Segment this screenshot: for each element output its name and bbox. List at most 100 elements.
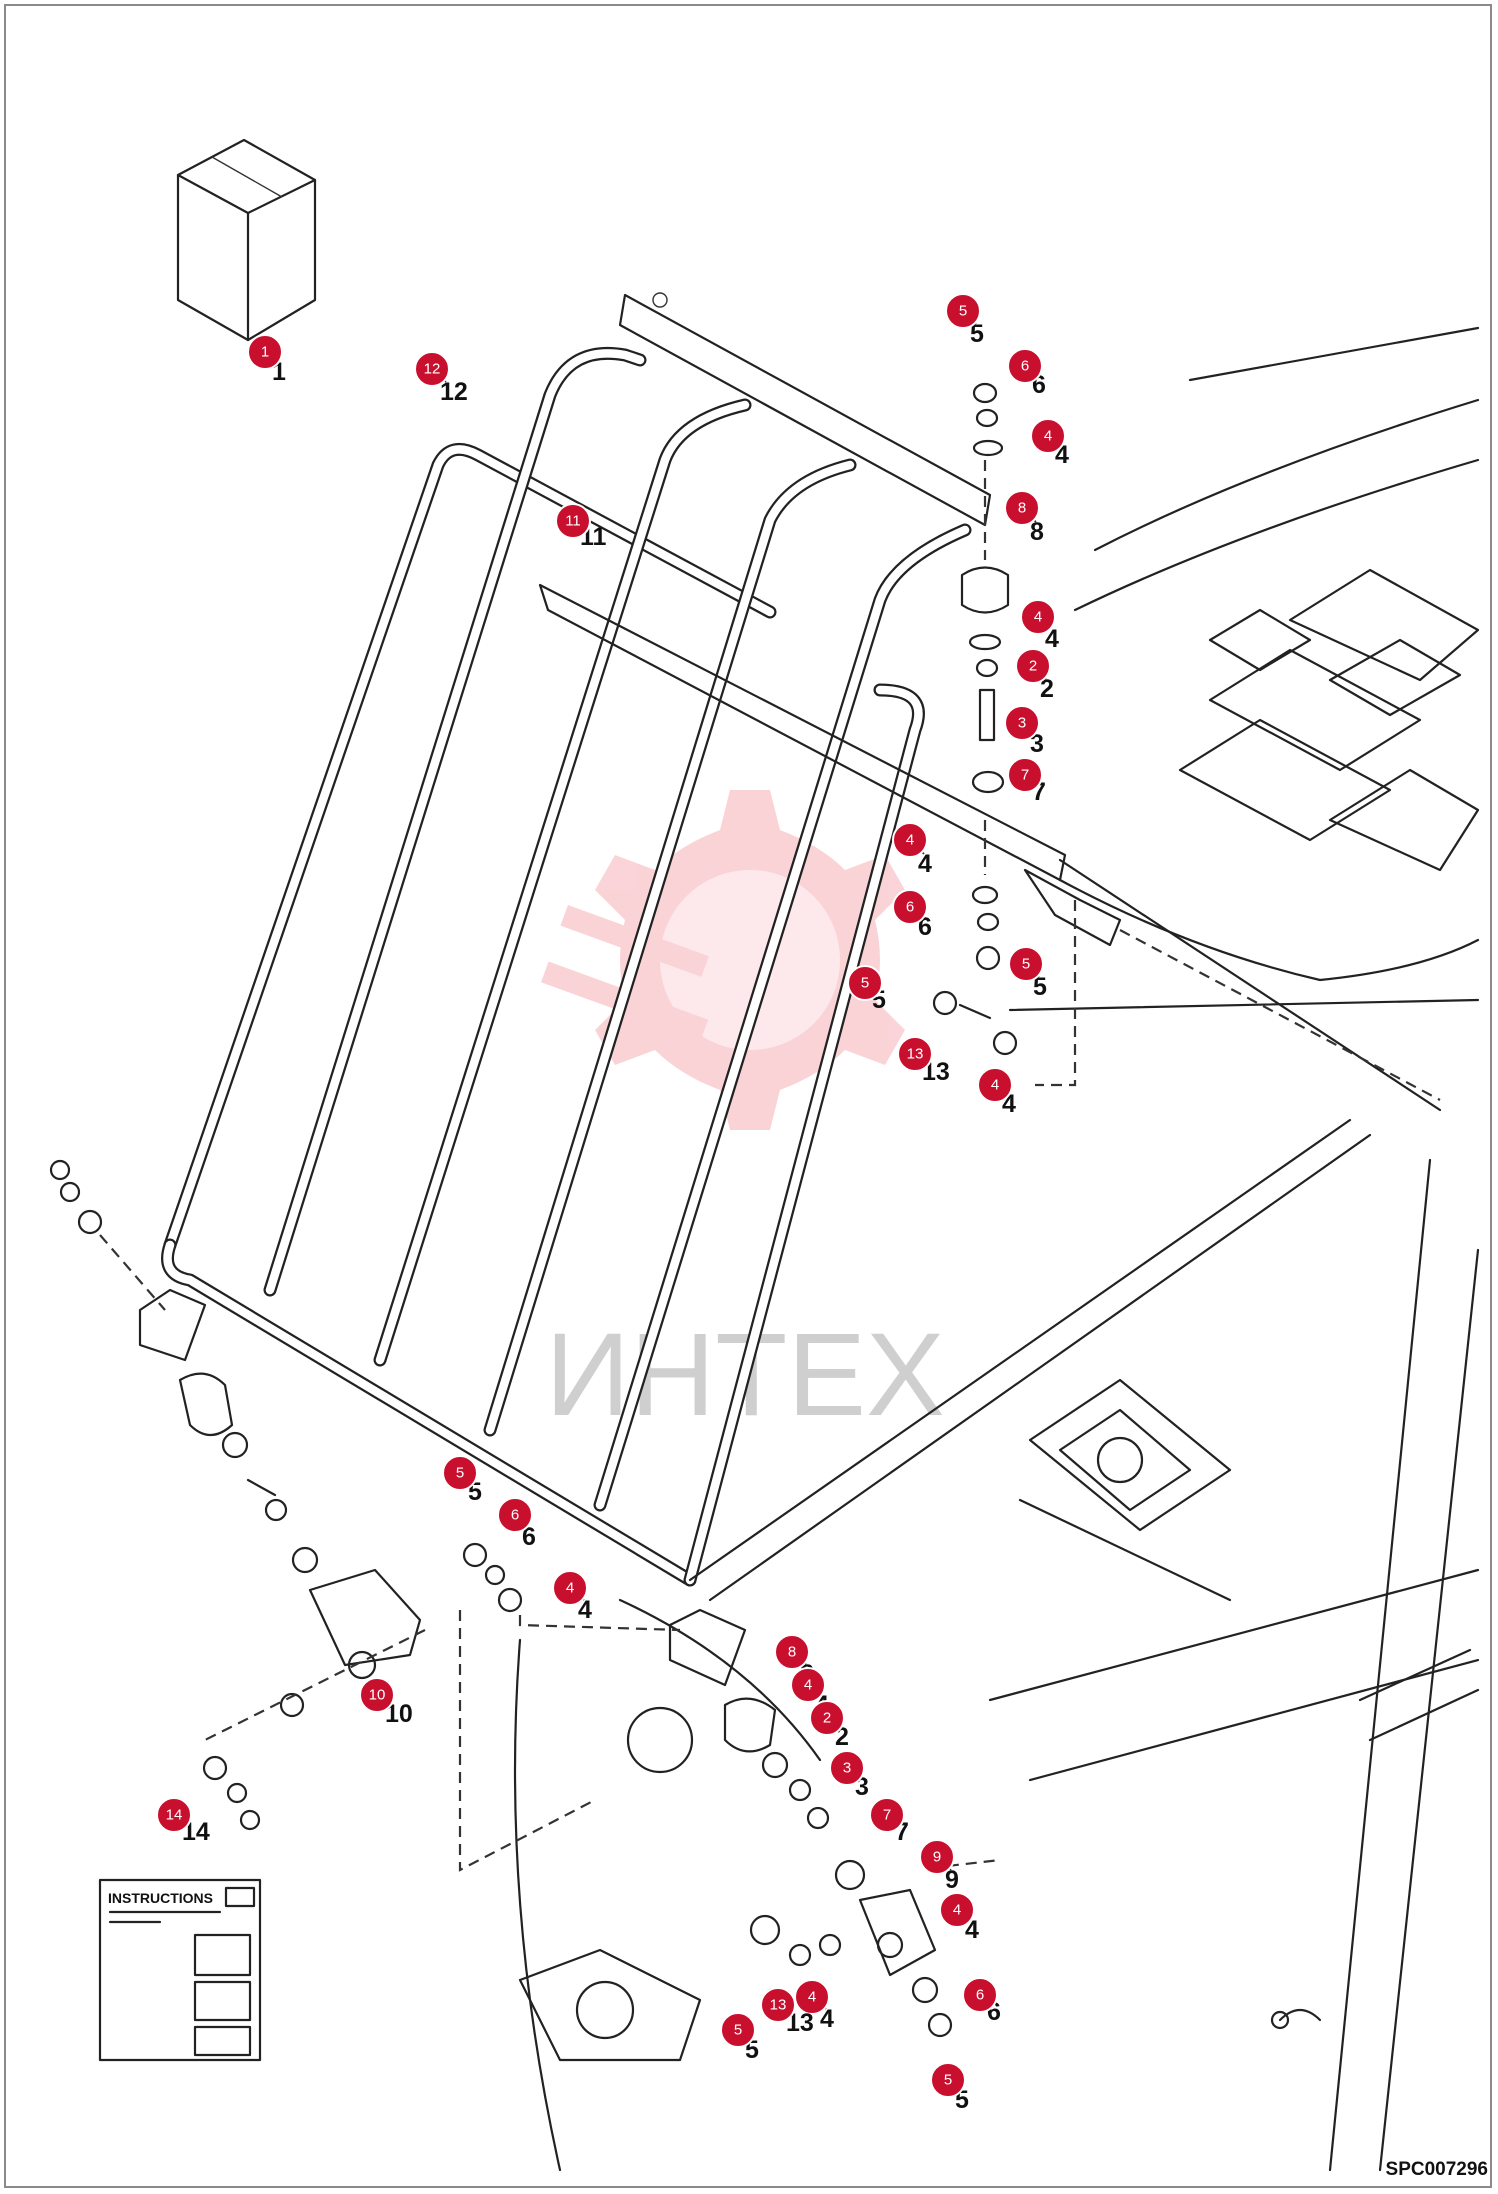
part-14-instruction-tag [98,1878,262,2062]
callout-pin [930,2062,966,2098]
callout-7: 77 [1007,757,1046,806]
callout-pin-number: 4 [1034,609,1042,626]
lower-fastener-stack [723,1697,1001,2038]
callout-pin [1008,946,1044,982]
callout-3: 33 [1004,705,1044,758]
callout-pin [892,822,928,858]
callout-4: 44 [552,1570,592,1624]
callout-pin [414,351,450,387]
callout-5: 55 [930,2062,969,2114]
callout-pin-number: 3 [843,1760,851,1777]
callout-4: 44 [977,1067,1016,1118]
part-1-box-icon [176,138,317,342]
callout-pin-number: 6 [906,899,914,916]
callout-6: 66 [1007,348,1046,399]
callout-pin [1004,490,1040,526]
callout-pin [945,293,981,329]
callout-pin [156,1797,192,1833]
callout-4: 44 [939,1892,979,1944]
callout-pin-number: 6 [976,1987,984,2004]
callout-7: 77 [869,1797,909,1846]
callout-pin-number: 4 [953,1902,961,1919]
callout-pin-number: 5 [1022,956,1030,973]
callout-ref-number: 9 [945,1866,959,1894]
callout-pin-number: 4 [1044,428,1052,445]
callout-4: 44 [1020,599,1059,653]
callout-pin [919,1839,955,1875]
callout-pin-number: 11 [565,513,581,530]
callout-pin [847,965,883,1001]
callout-5: 55 [1008,946,1047,1001]
callout-4: 44 [892,822,932,878]
callout-ref-number: 8 [1030,518,1044,546]
callout-4: 44 [1030,418,1069,469]
callout-pin-number: 13 [770,1997,787,2014]
callout-pin [359,1677,395,1713]
callout-2: 22 [809,1700,849,1751]
callout-pin [497,1497,533,1533]
callout-pin [962,1977,998,2013]
callout-pin [809,1700,845,1736]
callout-pin [939,1892,975,1928]
callout-pin-number: 4 [804,1677,812,1694]
callout-pin-number: 4 [808,1989,816,2006]
callout-ref-number: 5 [970,320,984,348]
callout-ref-number: 4 [820,2005,834,2033]
callout-pin [247,334,283,370]
drawing-frame [4,4,1492,2188]
callout-pin-number: 5 [861,975,869,992]
callout-pin-number: 2 [1029,658,1037,675]
drawing-code: SPC007296 [1386,2159,1488,2180]
callout-pin-number: 8 [1018,500,1026,517]
callout-8: 88 [1004,490,1044,546]
callout-pin [892,889,928,925]
callout-pin-number: 5 [959,303,967,320]
callout-ref-number: 6 [522,1523,536,1551]
callout-pin [829,1750,865,1786]
callout-9: 99 [919,1839,959,1894]
callout-pin-number: 3 [1018,715,1026,732]
callout-pin-number: 7 [883,1807,891,1824]
callout-5: 55 [720,2012,759,2064]
callout-6: 66 [497,1497,536,1551]
callout-pin [442,1455,478,1491]
callout-pin-number: 13 [907,1046,924,1063]
callout-ref-number: 5 [1033,973,1047,1001]
callout-ref-number: 3 [1030,730,1044,758]
callout-ref-number: 12 [440,378,468,406]
watermark-logo [541,790,905,1130]
callout-pin [897,1036,933,1072]
callout-pin-number: 6 [511,1507,519,1524]
callout-pin-number: 4 [906,832,914,849]
callout-pin-number: 7 [1021,767,1029,784]
callout-2: 22 [1015,648,1054,703]
callout-layer: 1112121111556644884422337744665555131344… [156,293,1069,2114]
callout-ref-number: 4 [1045,625,1059,653]
callout-pin-number: 1 [261,344,269,361]
callout-pin-number: 10 [369,1687,386,1704]
callout-pin [977,1067,1013,1103]
callout-ref-number: 2 [1040,675,1054,703]
callout-5: 55 [442,1455,482,1506]
callout-ref-number: 4 [578,1596,592,1624]
instruction-tag-title: INSTRUCTIONS [108,1890,213,1906]
callout-pin [555,503,591,539]
callout-pin-number: 2 [823,1710,831,1727]
callout-5: 55 [945,293,984,348]
callout-pin [869,1797,905,1833]
callout-6: 66 [892,889,932,941]
machine-body-outline [513,326,1480,2172]
callout-pin-number: 12 [424,361,441,378]
callout-pin [720,2012,756,2048]
callout-pin-number: 4 [566,1580,574,1597]
callout-pin [552,1570,588,1606]
callout-pin [1004,705,1040,741]
callout-pin-number: 5 [944,2072,952,2089]
